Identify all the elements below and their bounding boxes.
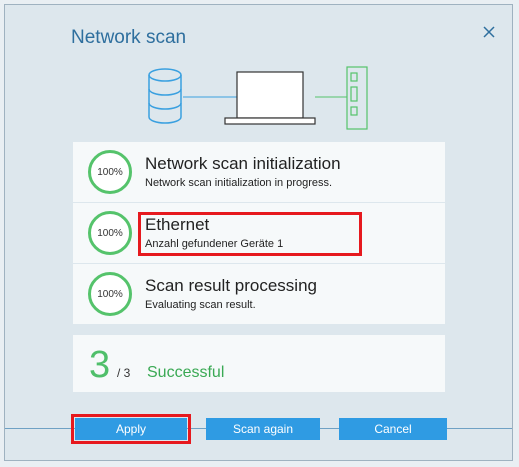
step-subtitle: Anzahl gefundener Geräte 1 [145, 238, 284, 250]
step-title: Scan result processing [145, 276, 317, 295]
dialog-title: Network scan [71, 27, 187, 48]
scan-again-button[interactable]: Scan again [206, 418, 320, 440]
total-count: / 3 [117, 366, 131, 380]
step-title: Network scan initialization [145, 154, 341, 173]
laptop-icon [224, 71, 316, 125]
progress-circle: 100% [88, 150, 132, 194]
step-subtitle: Network scan initialization in progress. [145, 177, 333, 189]
database-icon [148, 68, 182, 124]
close-icon[interactable] [479, 22, 499, 42]
summary-card [73, 335, 445, 392]
cancel-button[interactable]: Cancel [339, 418, 447, 440]
network-topology-illustration [148, 66, 368, 130]
status-text: Successful [147, 364, 225, 381]
step-title: Ethernet [145, 215, 210, 234]
device-icon [346, 66, 368, 130]
step-card-processing: 100% Scan result processing Evaluating s… [73, 264, 445, 324]
step-card-initialization: 100% Network scan initialization Network… [73, 142, 445, 202]
highlight-frame-ethernet [138, 212, 362, 256]
apply-button[interactable]: Apply [71, 414, 191, 444]
step-subtitle: Evaluating scan result. [145, 299, 256, 311]
progress-circle: 100% [88, 272, 132, 316]
network-scan-dialog: Network scan 100% Network scan initializ… [4, 4, 513, 461]
progress-circle: 100% [88, 211, 132, 255]
success-count: 3 [89, 344, 111, 386]
